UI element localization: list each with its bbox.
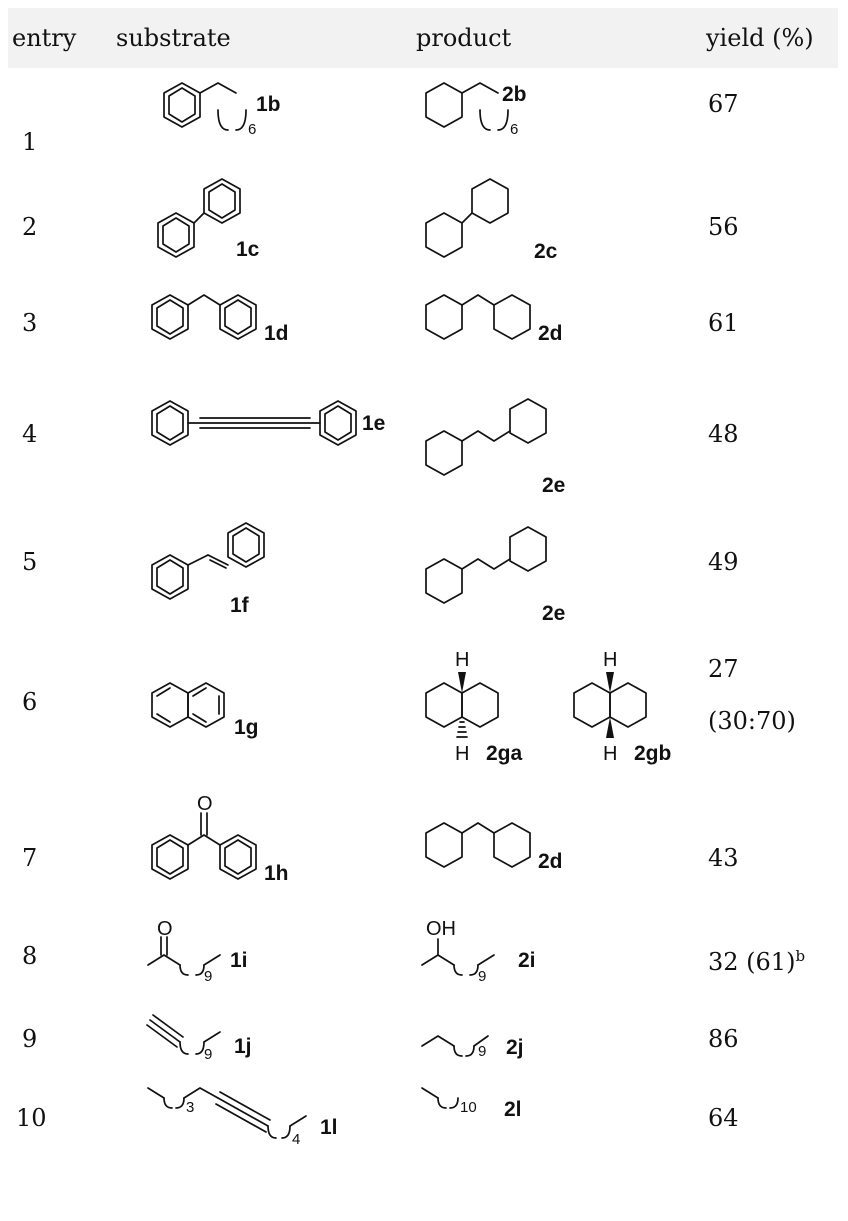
entry-number: 4 <box>22 420 38 448</box>
substrate-structure-1f: 1f <box>140 500 340 617</box>
chain-subscript: 9 <box>204 968 212 985</box>
entry-number: 5 <box>22 548 38 576</box>
chain-subscript: 9 <box>478 968 486 985</box>
compound-label: 1b <box>256 93 281 116</box>
hydrogen-atom: H <box>455 649 469 671</box>
product-structure-2e: 2e <box>414 376 614 506</box>
product-structure-2d: 2d <box>414 280 614 370</box>
compound-label: 1g <box>234 716 259 739</box>
entry-number: 7 <box>22 844 38 872</box>
compound-label: 1j <box>234 1035 252 1058</box>
compound-label: 2ga <box>486 742 523 765</box>
compound-label: 1l <box>320 1116 338 1139</box>
substrate-structure-1h: O 1h <box>140 790 340 900</box>
compound-label: 2c <box>534 240 558 263</box>
substrate-structure-1d: 1d <box>140 280 310 370</box>
yield-value: 27 <box>708 655 739 683</box>
hydrogen-atom: H <box>455 743 469 765</box>
substrate-structure-1j: 9 1j <box>140 998 310 1078</box>
yield-value: 67 <box>708 90 739 118</box>
compound-label: 2i <box>518 949 536 972</box>
entry-number: 3 <box>22 309 38 337</box>
product-structure-2ga: H H 2ga <box>414 646 564 776</box>
compound-label: 2e <box>542 602 565 625</box>
compound-label: 1c <box>236 238 260 261</box>
compound-label: 2b <box>502 83 527 106</box>
entry-number: 2 <box>22 213 38 241</box>
compound-label: 2e <box>542 474 565 497</box>
hydrogen-atom: H <box>603 743 617 765</box>
chain-subscript: 9 <box>204 1046 212 1063</box>
compound-label: 1h <box>264 862 289 885</box>
yield-value: 48 <box>708 420 739 448</box>
chain-subscript: 4 <box>292 1131 300 1148</box>
yield-value: 56 <box>708 213 739 241</box>
header-yield: yield (%) <box>706 24 814 52</box>
product-structure-2gb: H H 2gb <box>562 646 712 776</box>
product-structure-2j: 9 2j <box>414 998 584 1078</box>
chain-subscript: 6 <box>248 121 256 138</box>
yield-footnote-mark: b <box>795 947 806 965</box>
substrate-structure-1b: 6 1b <box>140 70 310 160</box>
compound-label: 1i <box>230 949 248 972</box>
yield-value: 86 <box>708 1025 739 1053</box>
oxygen-atom: O <box>197 793 213 815</box>
compound-label: 2l <box>504 1098 522 1121</box>
table-header <box>8 8 838 68</box>
entry-number: 6 <box>22 688 38 716</box>
chain-subscript: 9 <box>478 1043 486 1060</box>
product-structure-2i: OH 9 2i <box>414 915 584 1005</box>
substrate-structure-1e: 1e <box>140 390 400 480</box>
chain-subscript: 3 <box>186 1099 194 1116</box>
product-structure-2l: 10 2l <box>414 1078 584 1178</box>
substrate-structure-1g: 1g <box>140 670 310 760</box>
compound-label: 1e <box>362 412 385 435</box>
compound-label: 2gb <box>634 742 671 765</box>
chain-subscript: 6 <box>510 121 518 138</box>
entry-number: 8 <box>22 942 38 970</box>
substrate-structure-1l: 3 4 1l <box>140 1078 380 1178</box>
yield-value: 49 <box>708 548 739 576</box>
header-entry: entry <box>12 24 77 52</box>
yield-ratio: (30:70) <box>708 707 796 735</box>
oxygen-atom: O <box>157 918 173 940</box>
compound-label: 1f <box>230 594 250 617</box>
header-product: product <box>416 24 512 52</box>
chain-subscript: 10 <box>460 1099 477 1116</box>
product-structure-2b: 6 2b <box>414 70 584 160</box>
yield-value: 64 <box>708 1104 739 1132</box>
substrate-structure-1i: O 9 1i <box>140 915 310 1005</box>
product-structure-2d: 2d <box>414 808 614 898</box>
yield-value: 32 (61)b <box>708 947 806 976</box>
compound-label: 1d <box>264 322 289 345</box>
yield-value: 43 <box>708 844 739 872</box>
hydrogen-atom: H <box>603 649 617 671</box>
product-structure-2c: 2c <box>414 166 584 276</box>
compound-label: 2d <box>538 322 563 345</box>
entry-number: 10 <box>16 1104 47 1132</box>
entry-number: 9 <box>22 1025 38 1053</box>
product-structure-2e: 2e <box>414 504 614 634</box>
entry-number: 1 <box>22 128 38 156</box>
compound-label: 2j <box>506 1036 524 1059</box>
substrate-structure-1c: 1c <box>140 166 310 276</box>
yield-value: 61 <box>708 309 739 337</box>
compound-label: 2d <box>538 850 563 873</box>
hydroxyl-group: OH <box>426 918 456 940</box>
header-substrate: substrate <box>116 24 231 52</box>
